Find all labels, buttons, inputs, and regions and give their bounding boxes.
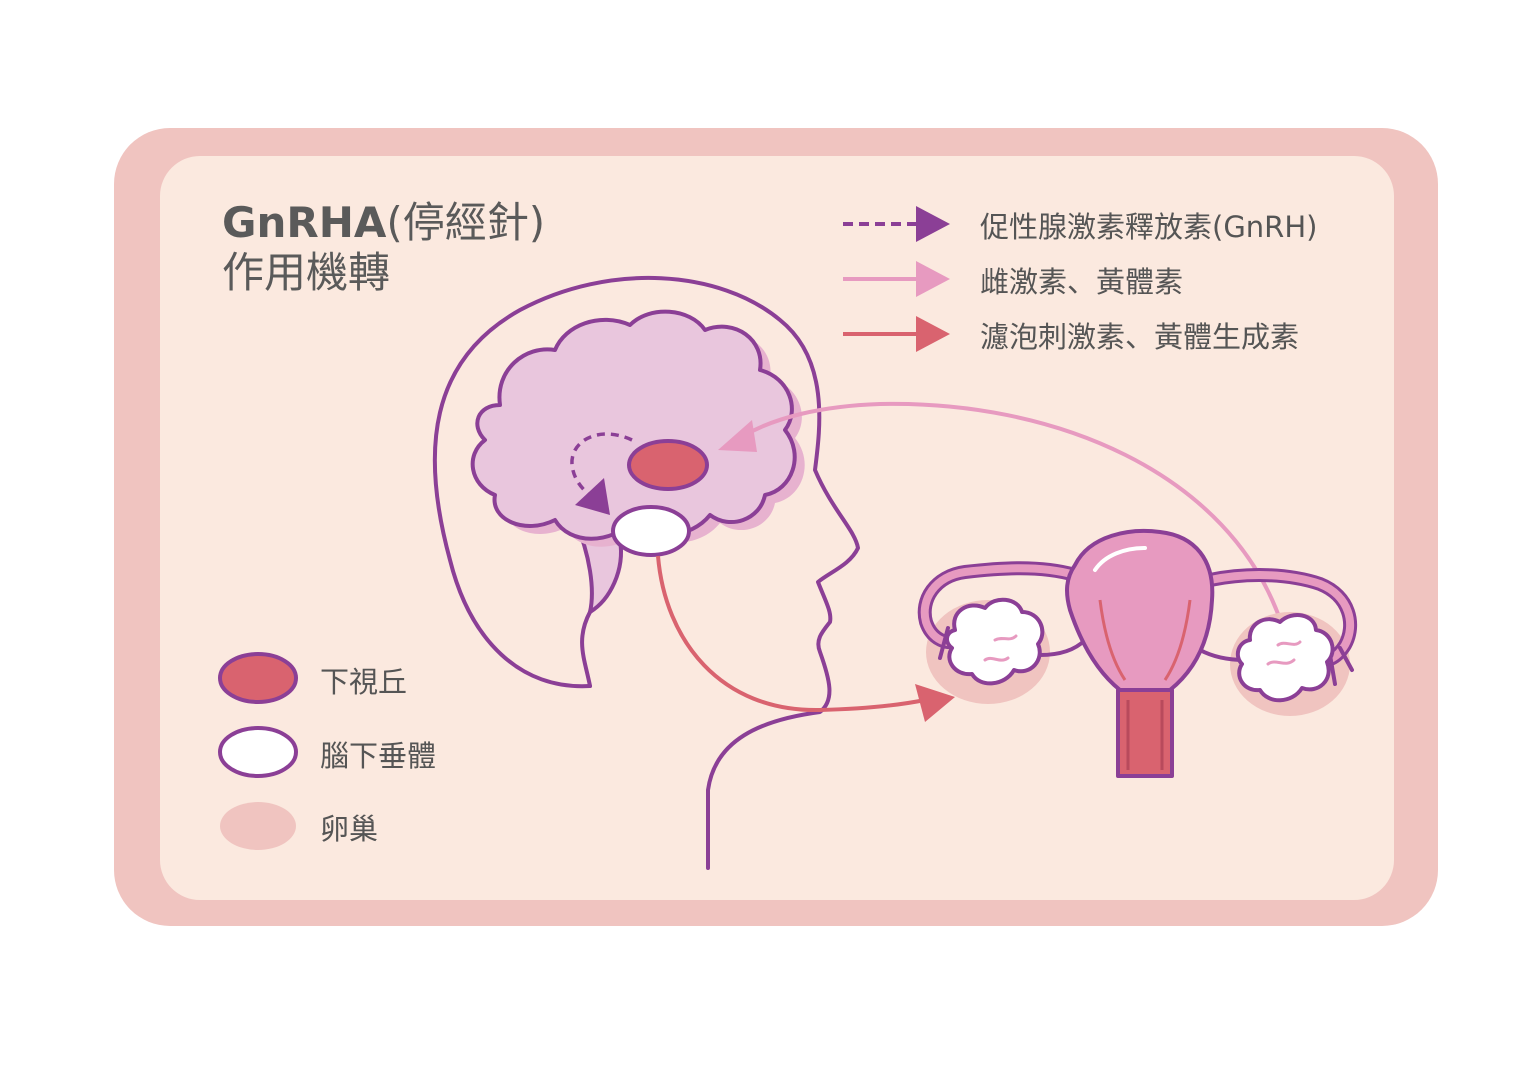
gnrh-arrowhead [575, 478, 610, 515]
legend-swatch-hypothalamus [218, 652, 298, 704]
cervix-lines [1126, 700, 1164, 770]
uterus-highlight [1093, 546, 1147, 572]
uterus [1065, 528, 1215, 692]
legend-swatch-ovary [220, 802, 296, 850]
ovary-right-detail [1266, 640, 1302, 666]
ovary-left [945, 597, 1045, 686]
fsh-lh-arrowhead [915, 684, 955, 722]
estrogen-arrowhead [718, 420, 757, 452]
legend-arrow-fsh-lh [843, 316, 950, 352]
fallopian-tube-right-fill [1206, 571, 1355, 665]
legend-label-estrogen-progesterone: 雌激素、黃體素 [980, 265, 1184, 299]
uterus-inner-line [1098, 599, 1192, 681]
legend-label-hypothalamus: 下視丘 [320, 665, 408, 699]
legend-label-pituitary: 腦下垂體 [320, 739, 437, 773]
card-panel [160, 156, 1394, 900]
ovary-right [1235, 613, 1335, 703]
legend-label-gnrh: 促性腺激素釋放素(GnRH) [980, 210, 1318, 244]
hypothalamus [627, 439, 709, 491]
diagram-title: GnRHA(停經針) 作用機轉 [222, 198, 545, 299]
neck-back [580, 610, 592, 688]
fallopian-tube-left-fill [920, 564, 1079, 647]
head-outline [432, 275, 860, 870]
fsh-lh-arrow [656, 555, 926, 713]
legend-label-ovary: 卵巢 [320, 812, 379, 846]
title-line2: 作用機轉 [222, 248, 391, 298]
legend-arrow-gnrh [843, 206, 950, 242]
legend-swatch-pituitary [218, 726, 298, 778]
title-bold: GnRHA [222, 198, 387, 247]
estrogen-arrow [744, 401, 1284, 626]
ovary-left-detail [983, 634, 1018, 662]
pituitary-gland [611, 505, 691, 557]
legend-label-fsh-lh: 濾泡刺激素、黃體生成素 [980, 320, 1300, 354]
brain [470, 309, 797, 541]
title-rest: (停經針) [386, 198, 546, 247]
cervix [1116, 688, 1174, 778]
legend-arrow-estrogen-progesterone [843, 261, 950, 297]
